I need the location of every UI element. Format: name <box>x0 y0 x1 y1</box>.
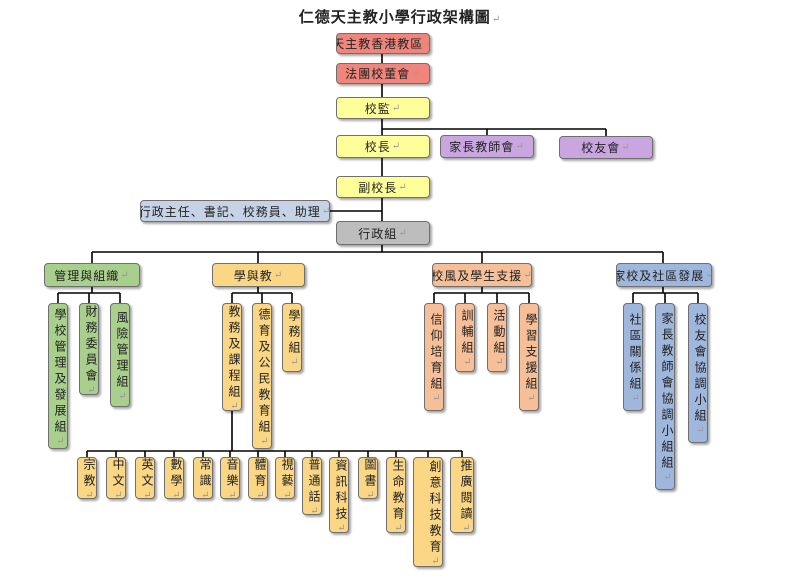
return-mark-icon: ↵ <box>259 435 270 449</box>
group-pta-coordination: 家長教師會協調小組組↵ <box>655 303 675 490</box>
node-staff: 行政主任、書記、校務員、助理↵ <box>140 200 330 222</box>
subject-creative-tech: 創意科技教育↵ <box>413 457 443 567</box>
return-mark-icon: ↵ <box>282 489 293 499</box>
subject-music: 音樂↵ <box>220 457 240 499</box>
chart-title-text: 仁德天主教小學行政架構圖 <box>298 8 491 26</box>
subject-life-education: 生命教育↵ <box>386 457 406 533</box>
return-mark-icon: ↵ <box>120 269 130 281</box>
return-mark-icon: ↵ <box>273 269 284 281</box>
node-principal: 校長↵ <box>336 135 430 158</box>
return-mark-icon: ↵ <box>55 435 66 449</box>
return-mark-icon: ↵ <box>117 390 128 406</box>
node-pta: 家長教師會↵ <box>440 135 534 158</box>
group-student-affairs: 學務組↵ <box>282 303 302 372</box>
dept-community: 家校及社區發展↵ <box>616 263 712 287</box>
return-mark-icon: ↵ <box>494 357 505 372</box>
group-risk-management: 風險管理組↵ <box>110 303 130 407</box>
group-moral-civic: 德育及公民教育組↵ <box>252 303 272 449</box>
return-mark-icon: ↵ <box>393 522 404 533</box>
group-finance-committee: 財務委員會↵ <box>79 303 99 395</box>
subject-religion: 宗教↵ <box>77 457 97 499</box>
return-mark-icon: ↵ <box>424 38 429 49</box>
group-guidance: 訓輔組↵ <box>455 303 475 372</box>
group-school-management: 學校管理及發展組↵ <box>48 303 68 449</box>
return-mark-icon: ↵ <box>227 489 238 499</box>
return-mark-icon: ↵ <box>84 489 95 499</box>
subject-chinese: 中文↵ <box>106 457 126 499</box>
return-mark-icon: ↵ <box>430 555 441 567</box>
group-alumni-coordination: 校友會協調小組↵ <box>688 303 708 443</box>
return-mark-icon: ↵ <box>398 181 408 193</box>
node-admin-group: 行政組↵ <box>336 221 430 245</box>
subject-english: 英文↵ <box>135 457 155 499</box>
return-mark-icon: ↵ <box>411 68 421 79</box>
return-mark-icon: ↵ <box>255 489 266 499</box>
return-mark-icon: ↵ <box>695 424 706 440</box>
dept-discipline: 校風及學生支援↵ <box>432 263 532 287</box>
subject-math: 數學↵ <box>164 457 184 499</box>
return-mark-icon: ↵ <box>630 392 641 408</box>
group-community-relations: 社區關係組↵ <box>623 303 643 411</box>
return-mark-icon: ↵ <box>391 141 402 152</box>
return-mark-icon: ↵ <box>200 489 211 499</box>
chart-title: 仁德天主教小學行政架構圖↵ <box>298 8 502 26</box>
dept-learning: 學與教↵ <box>212 263 305 287</box>
group-learning-support: 學習支援組↵ <box>519 303 539 411</box>
return-mark-icon: ↵ <box>113 489 124 499</box>
subject-putonghua: 普通話↵ <box>302 457 322 515</box>
subject-visual-arts: 視藝↵ <box>275 457 295 499</box>
return-mark-icon: ↵ <box>171 489 182 499</box>
return-mark-icon: ↵ <box>322 206 329 217</box>
return-mark-icon: ↵ <box>142 489 153 499</box>
node-supervisor: 校監↵ <box>336 97 430 119</box>
node-board: 法團校董會↵ <box>336 63 430 84</box>
subject-pe: 體育↵ <box>248 457 268 499</box>
return-mark-icon: ↵ <box>662 472 673 487</box>
return-mark-icon: ↵ <box>365 489 376 499</box>
node-vice-principal: 副校長↵ <box>336 176 430 198</box>
node-diocese: 天主教香港教區↵ <box>336 33 430 54</box>
dept-management: 管理與組織↵ <box>44 263 140 287</box>
subject-reading: 推廣閱讀↵ <box>450 457 474 533</box>
group-activities: 活動組↵ <box>487 303 507 372</box>
return-mark-icon: ↵ <box>391 102 402 114</box>
return-mark-icon: ↵ <box>229 400 240 411</box>
return-mark-icon: ↵ <box>461 522 472 533</box>
group-faith: 信仰培育組↵ <box>424 303 444 411</box>
return-mark-icon: ↵ <box>523 269 532 281</box>
return-mark-icon: ↵ <box>289 357 300 372</box>
group-academic-curriculum: 教務及課程組↵ <box>222 303 242 411</box>
return-mark-icon: ↵ <box>462 357 473 372</box>
node-alumni: 校友會↵ <box>559 136 653 159</box>
return-mark-icon: ↵ <box>431 392 442 408</box>
return-mark-icon: ↵ <box>705 270 711 281</box>
subject-general-studies: 常識↵ <box>193 457 213 499</box>
return-mark-icon: ↵ <box>86 384 97 395</box>
return-mark-icon: ↵ <box>515 141 525 152</box>
subject-it: 資訊科技↵ <box>329 457 349 533</box>
return-mark-icon: ↵ <box>336 522 347 533</box>
return-mark-icon: ↵ <box>309 505 320 515</box>
return-mark-icon: ↵ <box>621 142 631 153</box>
return-mark-icon: ↵ <box>398 227 408 239</box>
return-mark-icon: ↵ <box>526 392 537 408</box>
subject-library: 圖書↵ <box>358 457 378 499</box>
